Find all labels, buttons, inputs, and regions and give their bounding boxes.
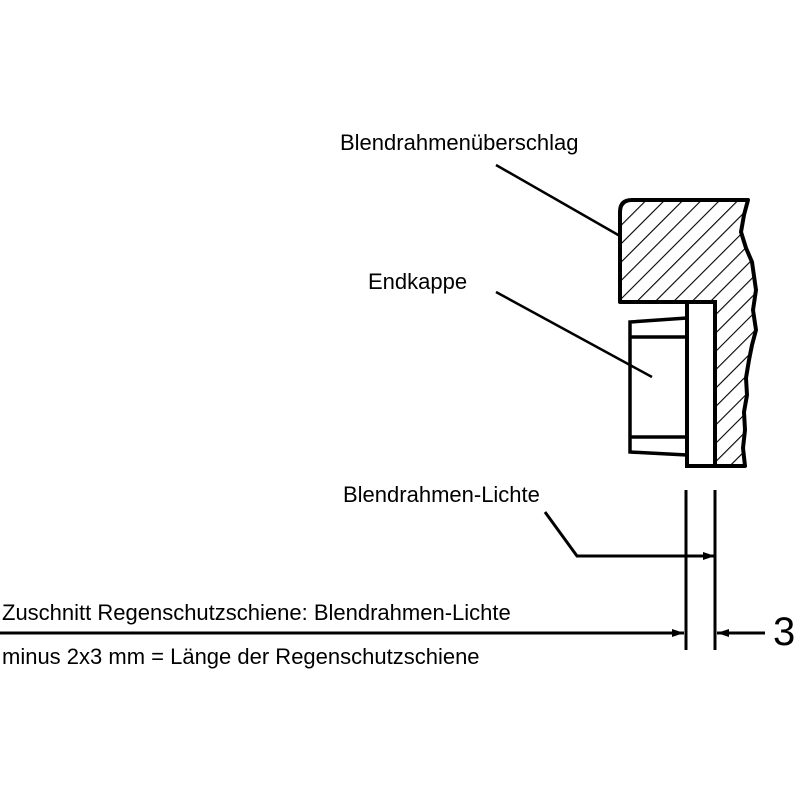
label-end-cap: Endkappe (368, 269, 468, 294)
leader-overlap (495, 163, 621, 238)
end-cap-shape (628, 316, 688, 457)
label-cut-line2: minus 2x3 mm = Länge der Regenschutzschi… (2, 644, 480, 669)
leader-clear-width (543, 511, 715, 560)
frame-strip (685, 300, 717, 468)
frame-overlap-section (618, 198, 758, 468)
leader-end-cap (495, 290, 653, 379)
dimension-value: 3 (773, 610, 796, 654)
label-clear-width: Blendrahmen-Lichte (343, 482, 540, 507)
label-overlap: Blendrahmenüberschlag (340, 130, 579, 155)
label-cut-line1: Zuschnitt Regenschutzschiene: Blendrahme… (2, 600, 511, 625)
